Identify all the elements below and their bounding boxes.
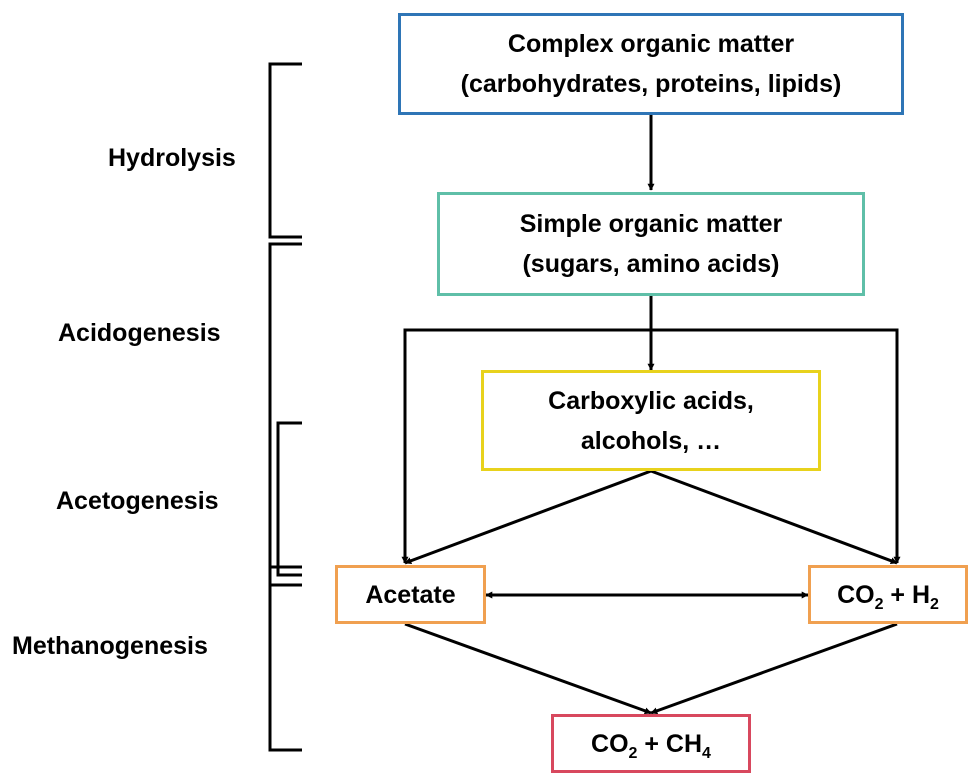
edge-carboxylic-to-acetate bbox=[404, 469, 652, 565]
formula-plus-ch: + CH bbox=[637, 729, 703, 758]
formula-ch-sub: 4 bbox=[702, 744, 711, 762]
edge-simple-to-co2-h2 bbox=[651, 328, 901, 564]
formula-co-sub: 2 bbox=[874, 595, 884, 613]
node-complex-organic-matter: Complex organic matter (carbohydrates, p… bbox=[398, 13, 904, 115]
edge-co2-h2-to-co2-ch4 bbox=[650, 622, 898, 715]
node-complex-line1: Complex organic matter bbox=[507, 30, 795, 58]
node-co2-h2: CO2 + H2 bbox=[808, 565, 968, 624]
node-carboxylic-acids: Carboxylic acids, alcohols, … bbox=[481, 370, 821, 471]
node-co2-ch4: CO2 + CH4 bbox=[551, 714, 751, 773]
stage-label-acetogenesis: Acetogenesis bbox=[56, 487, 219, 515]
node-carboxylic-line2: alcohols, … bbox=[580, 426, 722, 455]
formula-co-sub: 2 bbox=[628, 744, 638, 762]
bracket-acidogenesis bbox=[268, 242, 302, 587]
node-acetate-label: Acetate bbox=[365, 580, 456, 609]
edge-carboxylic-to-co2-h2 bbox=[650, 469, 898, 565]
flow-edges bbox=[401, 115, 901, 715]
formula-plus-h: + H bbox=[883, 580, 931, 609]
node-complex-line2: (carbohydrates, proteins, lipids) bbox=[460, 70, 842, 98]
node-carboxylic-line1: Carboxylic acids, bbox=[548, 386, 754, 415]
edge-acetate-to-co2-ch4 bbox=[404, 622, 652, 715]
stage-label-hydrolysis: Hydrolysis bbox=[108, 144, 236, 172]
formula-co: CO bbox=[837, 580, 875, 609]
stage-brackets bbox=[268, 62, 302, 752]
bracket-acetogenesis bbox=[276, 421, 302, 577]
edge-simple-to-acetate bbox=[401, 328, 651, 564]
stage-label-acidogenesis: Acidogenesis bbox=[58, 319, 221, 347]
bracket-methanogenesis bbox=[268, 565, 302, 752]
node-co2-ch4-formula: CO2 + CH4 bbox=[591, 724, 711, 764]
stage-label-methanogenesis: Methanogenesis bbox=[12, 632, 208, 660]
node-simple-line2: (sugars, amino acids) bbox=[522, 250, 780, 278]
formula-h-sub: 2 bbox=[930, 595, 939, 613]
node-simple-organic-matter: Simple organic matter (sugars, amino aci… bbox=[437, 192, 865, 296]
node-co2-h2-formula: CO2 + H2 bbox=[837, 575, 939, 615]
node-simple-line1: Simple organic matter bbox=[519, 210, 783, 238]
bracket-hydrolysis bbox=[268, 62, 302, 239]
formula-co: CO bbox=[591, 729, 629, 758]
node-acetate: Acetate bbox=[335, 565, 486, 624]
